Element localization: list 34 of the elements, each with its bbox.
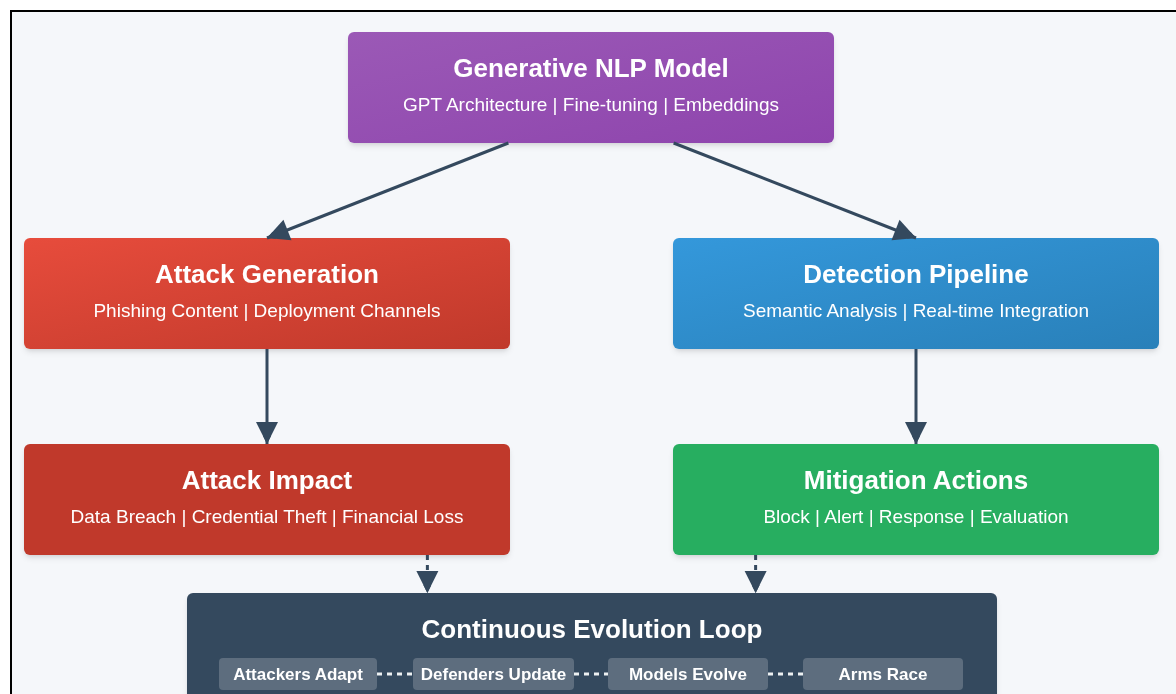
step-box — [803, 658, 963, 690]
step-label: Models Evolve — [628, 665, 748, 683]
step-box — [413, 658, 574, 690]
box-subtitle: Data Breach | Credential Theft | Financial Loss — [70, 504, 464, 529]
box-title: Mitigation Actions — [803, 464, 1029, 497]
arrow — [673, 141, 917, 241]
box-subtitle: Phishing Content | Deployment Channels — [93, 298, 441, 323]
impact-box — [24, 444, 510, 555]
box-title: Detection Pipeline — [803, 258, 1029, 291]
box-title: Attack Generation — [155, 258, 379, 291]
step-box — [608, 658, 768, 690]
connector-line — [768, 672, 803, 676]
loop-panel — [187, 593, 997, 694]
arrow — [266, 141, 509, 241]
detection-box — [673, 238, 1159, 349]
mitigation-box — [673, 444, 1159, 555]
box-title: Generative NLP Model — [453, 52, 729, 85]
step-box — [219, 658, 377, 690]
box-title: Attack Impact — [181, 464, 353, 497]
connector-line — [377, 672, 413, 676]
arrow — [416, 555, 439, 593]
connector-line — [574, 672, 608, 676]
step-label: Attackers Adapt — [233, 665, 363, 683]
arrow — [256, 349, 278, 444]
step-label: Defenders Update — [420, 665, 567, 683]
box-subtitle: Semantic Analysis | Real-time Integration — [742, 298, 1089, 323]
model-box — [348, 32, 834, 143]
step-label: Arms Race — [838, 665, 928, 683]
box-subtitle: Block | Alert | Response | Evaluation — [763, 504, 1069, 529]
box-title: Continuous Evolution Loop — [421, 613, 763, 646]
box-subtitle: GPT Architecture | Fine-tuning | Embeddings — [403, 92, 779, 117]
attack-box — [24, 238, 510, 349]
arrow — [744, 555, 767, 593]
arrow — [905, 349, 927, 444]
